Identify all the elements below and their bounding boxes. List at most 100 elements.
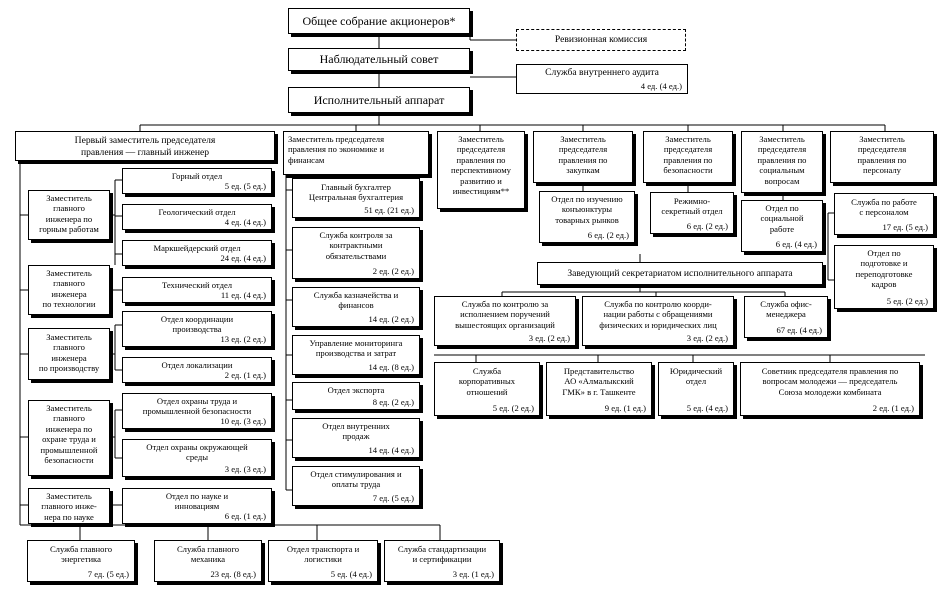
supervisory-board-box: Наблюдательный совет: [288, 48, 470, 71]
treasury-title: Служба казначейства и финансов: [313, 290, 399, 311]
social-work-count: 6 ед. (4 ед.): [775, 239, 817, 249]
corporate-relations-count: 5 ед. (2 ед.): [492, 403, 534, 413]
contract-control-box: Служба контроля за контрактными обязател…: [292, 227, 420, 279]
legal-dept-box: Юридический отдел 5 ед. (4 ед.): [658, 362, 734, 416]
audit-commission-label: Ревизионная комиссия: [554, 34, 648, 45]
dept-labor-safety-box: Отдел охраны труда и промышленной безопа…: [122, 393, 272, 429]
hr-service-title: Служба по работе с персоналом: [851, 197, 917, 218]
corporate-relations-box: Служба корпоративных отношений 5 ед. (2 …: [434, 362, 540, 416]
executive-apparatus-label: Исполнительный аппарат: [313, 92, 445, 107]
appeals-control-title: Служба по контролю коорди- нации работы …: [599, 299, 717, 330]
market-research-count: 6 ед. (2 ед.): [587, 230, 629, 240]
subdeputy-safety-label: Заместитель главного инженера по охране …: [40, 403, 98, 466]
subdeputy-safety-box: Заместитель главного инженера по охране …: [28, 400, 110, 476]
chief-power-service-box: Служба главного энергетика 7 ед. (5 ед.): [27, 540, 135, 582]
corporate-relations-title: Служба корпоративных отношений: [458, 366, 516, 397]
monitoring-count: 14 ед. (8 ед.): [368, 362, 414, 372]
office-manager-box: Служба офис- менеджера 67 ед. (4 ед.): [744, 296, 828, 338]
appeals-control-box: Служба по контролю коорди- нации работы …: [582, 296, 734, 346]
dept-mining-box: Горный отдел 5 ед. (5 ед.): [122, 168, 272, 194]
dept-mining-count: 5 ед. (5 ед.): [224, 181, 266, 191]
social-deputy-label: Заместитель председателя правления по со…: [757, 134, 807, 186]
appeals-control-count: 3 ед. (2 ед.): [686, 333, 728, 343]
office-manager-title: Служба офис- менеджера: [760, 299, 812, 320]
first-deputy-label: Первый заместитель председателя правлени…: [74, 135, 216, 158]
subdeputy-technology-label: Заместитель главного инженера по техноло…: [42, 268, 96, 310]
market-research-title: Отдел по изучению конъюнктуры товарных р…: [551, 194, 623, 225]
subdeputy-production-label: Заместитель главного инженера по произво…: [38, 332, 100, 374]
procurement-deputy-label: Заместитель председателя правления по за…: [558, 134, 608, 176]
tashkent-office-count: 9 ед. (1 ед.): [604, 403, 646, 413]
audit-commission-box: Ревизионная комиссия: [516, 29, 686, 51]
general-meeting-box: Общее собрание акционеров*: [288, 8, 470, 34]
executive-apparatus-box: Исполнительный аппарат: [288, 87, 470, 113]
domestic-sales-count: 14 ед. (4 ед.): [368, 445, 414, 455]
youth-advisor-title: Советник председателя правления по вопро…: [761, 366, 899, 397]
subdeputy-mining-label: Заместитель главного инженера по горным …: [39, 193, 99, 235]
dept-science-title: Отдел по науке и инновациям: [165, 491, 229, 512]
training-dept-count: 5 ед. (2 ед.): [886, 296, 928, 306]
dept-environment-count: 3 ед. (3 ед.): [224, 464, 266, 474]
legal-dept-count: 5 ед. (4 ед.): [686, 403, 728, 413]
secret-dept-count: 6 ед. (2 ед.): [686, 221, 728, 231]
dept-survey-count: 24 ед. (4 ед.): [220, 253, 266, 263]
security-deputy-label: Заместитель председателя правления по бе…: [663, 134, 713, 176]
chief-mechanic-service-title: Служба главного механика: [176, 544, 240, 565]
incentives-box: Отдел стимулирования и оплаты труда 7 ед…: [292, 466, 420, 506]
development-deputy-box: Заместитель председателя правления по пе…: [437, 131, 525, 209]
subdeputy-mining-box: Заместитель главного инженера по горным …: [28, 190, 110, 240]
economy-deputy-label: Заместитель председателя правления по эк…: [288, 134, 385, 165]
internal-audit-box: Служба внутреннего аудита 4 ед. (4 ед.): [516, 64, 688, 94]
treasury-count: 14 ед. (2 ед.): [368, 314, 414, 324]
social-work-box: Отдел по социальной работе 6 ед. (4 ед.): [741, 200, 823, 252]
dept-mining-title: Горный отдел: [171, 171, 223, 181]
secret-dept-box: Режимно- секретный отдел 6 ед. (2 ед.): [650, 192, 734, 234]
social-work-title: Отдел по социальной работе: [760, 203, 804, 234]
first-deputy-box: Первый заместитель председателя правлени…: [15, 131, 275, 161]
treasury-box: Служба казначейства и финансов 14 ед. (2…: [292, 287, 420, 327]
training-dept-title: Отдел по подготовке и переподготовке кад…: [855, 248, 913, 290]
subdeputy-science-label: Заместитель главного инже- нера по науке: [41, 491, 97, 522]
personnel-deputy-box: Заместитель председателя правления по пе…: [830, 131, 934, 183]
general-meeting-label: Общее собрание акционеров*: [302, 13, 456, 28]
transport-logistics-title: Отдел транспорта и логистики: [286, 544, 360, 565]
training-dept-box: Отдел по подготовке и переподготовке кад…: [834, 245, 934, 309]
incentives-title: Отдел стимулирования и оплаты труда: [310, 469, 402, 490]
procurement-deputy-box: Заместитель председателя правления по за…: [533, 131, 633, 183]
subdeputy-technology-box: Заместитель главного инженера по техноло…: [28, 265, 110, 315]
dept-survey-box: Маркшейдерский отдел 24 ед. (4 ед.): [122, 240, 272, 266]
dept-environment-title: Отдел охраны окружающей среды: [146, 442, 248, 463]
standardization-service-title: Служба стандартизации и сертификации: [397, 544, 487, 565]
hr-service-count: 17 ед. (5 ед.): [882, 222, 928, 232]
chief-accountant-box: Главный бухгалтер Центральная бухгалтери…: [292, 178, 420, 218]
orders-control-count: 3 ед. (2 ед.): [528, 333, 570, 343]
transport-logistics-count: 5 ед. (4 ед.): [330, 569, 372, 579]
domestic-sales-title: Отдел внутренних продаж: [322, 421, 390, 442]
incentives-count: 7 ед. (5 ед.): [372, 493, 414, 503]
dept-technical-count: 11 ед. (4 ед.): [220, 290, 266, 300]
dept-science-box: Отдел по науке и инновациям 6 ед. (1 ед.…: [122, 488, 272, 524]
standardization-service-box: Служба стандартизации и сертификации 3 е…: [384, 540, 500, 582]
supervisory-board-label: Наблюдательный совет: [319, 52, 439, 66]
monitoring-title: Управление мониторинга производства и за…: [309, 338, 403, 359]
subdeputy-science-box: Заместитель главного инже- нера по науке: [28, 488, 110, 524]
export-dept-box: Отдел экспорта 8 ед. (2 ед.): [292, 382, 420, 410]
hr-service-box: Служба по работе с персоналом 17 ед. (5 …: [834, 193, 934, 235]
dept-geology-count: 4 ед. (4 ед.): [224, 217, 266, 227]
tashkent-office-title: Представительство АО «Алмалыкский ГМК» в…: [562, 366, 636, 397]
dept-localization-count: 2 ед. (1 ед.): [224, 370, 266, 380]
transport-logistics-box: Отдел транспорта и логистики 5 ед. (4 ед…: [268, 540, 378, 582]
tashkent-office-box: Представительство АО «Алмалыкский ГМК» в…: [546, 362, 652, 416]
dept-labor-safety-count: 10 ед. (3 ед.): [220, 416, 266, 426]
youth-advisor-box: Советник председателя правления по вопро…: [740, 362, 920, 416]
dept-technical-box: Технический отдел 11 ед. (4 ед.): [122, 277, 272, 303]
social-deputy-box: Заместитель председателя правления по со…: [741, 131, 823, 193]
security-deputy-box: Заместитель председателя правления по бе…: [643, 131, 733, 183]
dept-labor-safety-title: Отдел охраны труда и промышленной безопа…: [142, 396, 252, 417]
development-deputy-label: Заместитель председателя правления по пе…: [451, 134, 511, 197]
chief-mechanic-service-count: 23 ед. (8 ед.): [210, 569, 256, 579]
standardization-service-count: 3 ед. (1 ед.): [452, 569, 494, 579]
chief-mechanic-service-box: Служба главного механика 23 ед. (8 ед.): [154, 540, 262, 582]
economy-deputy-box: Заместитель председателя правления по эк…: [283, 131, 429, 175]
secretariat-head-box: Заведующий секретариатом исполнительного…: [537, 262, 823, 285]
